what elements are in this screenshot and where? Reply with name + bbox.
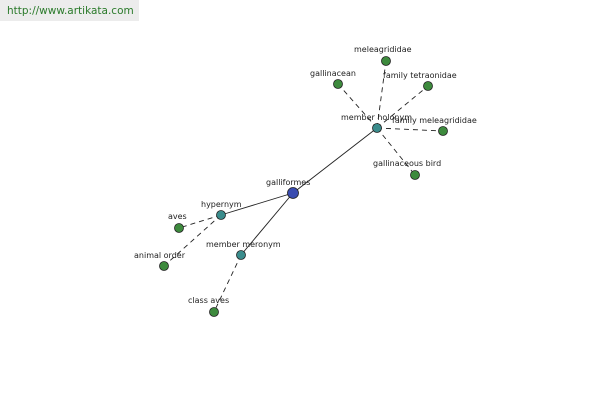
watermark-bar: http://www.artikata.com	[0, 0, 139, 21]
node-dot-animal-order[interactable]	[159, 261, 169, 271]
node-dot-aves[interactable]	[174, 223, 184, 233]
node-label-aves: aves	[168, 212, 187, 221]
node-gallinaceous-bird[interactable]: gallinaceous bird	[373, 159, 441, 180]
node-dot-gallinaceous-bird[interactable]	[410, 170, 420, 180]
edge-member-holonym-to-family-tetraonidae	[376, 85, 429, 129]
node-label-family-tetraonidae: family tetraonidae	[383, 71, 457, 80]
node-label-hypernym: hypernym	[201, 200, 242, 209]
edge-galliformes-to-member-meronym	[240, 192, 294, 256]
node-member-meronym[interactable]: member meronym	[206, 240, 281, 260]
node-member-holonym[interactable]: member holonym	[341, 113, 412, 133]
node-hypernym[interactable]: hypernym	[201, 200, 242, 220]
edge-galliformes-to-member-holonym	[292, 127, 378, 194]
node-dot-member-holonym[interactable]	[372, 123, 382, 133]
node-galliformes[interactable]: galliformes	[266, 178, 310, 199]
node-label-member-holonym: member holonym	[341, 113, 412, 122]
node-label-gallinaceous-bird: gallinaceous bird	[373, 159, 441, 168]
edge-member-holonym-to-meleagrididae	[376, 60, 387, 129]
edge-hypernym-to-animal-order	[163, 214, 222, 267]
node-dot-meleagrididae[interactable]	[381, 56, 391, 66]
edge-member-holonym-to-gallinaceous-bird	[376, 127, 416, 176]
node-animal-order[interactable]: animal order	[134, 251, 186, 271]
node-label-member-meronym: member meronym	[206, 240, 281, 249]
node-dot-member-meronym[interactable]	[236, 250, 246, 260]
node-family-meleagrididae[interactable]: family meleagrididae	[392, 116, 477, 136]
edge-galliformes-to-hypernym	[220, 192, 294, 216]
node-label-meleagrididae: meleagrididae	[354, 45, 412, 54]
node-gallinacean[interactable]: gallinacean	[310, 69, 356, 89]
node-dot-family-tetraonidae[interactable]	[423, 81, 433, 91]
node-dot-hypernym[interactable]	[216, 210, 226, 220]
node-meleagrididae[interactable]: meleagrididae	[354, 45, 412, 66]
node-label-family-meleagrididae: family meleagrididae	[392, 116, 477, 125]
watermark-url[interactable]: http://www.artikata.com	[7, 5, 134, 17]
node-dot-family-meleagrididae[interactable]	[438, 126, 448, 136]
edge-member-holonym-to-family-meleagrididae	[376, 127, 444, 132]
node-label-animal-order: animal order	[134, 251, 186, 260]
node-label-gallinacean: gallinacean	[310, 69, 356, 78]
edge-member-meronym-to-class-aves	[213, 254, 242, 313]
node-dot-galliformes[interactable]	[287, 187, 299, 199]
node-label-class-aves: class aves	[188, 296, 229, 305]
node-label-galliformes: galliformes	[266, 178, 310, 187]
edge-hypernym-to-aves	[178, 214, 222, 229]
node-family-tetraonidae[interactable]: family tetraonidae	[383, 71, 457, 91]
edge-member-holonym-to-gallinacean	[337, 83, 378, 129]
graph-edges	[163, 60, 444, 313]
node-class-aves[interactable]: class aves	[188, 296, 229, 317]
graph-nodes: galliformes member holonym hypernym member …	[134, 45, 477, 317]
node-dot-gallinacean[interactable]	[333, 79, 343, 89]
node-dot-class-aves[interactable]	[209, 307, 219, 317]
node-aves[interactable]: aves	[168, 212, 187, 233]
